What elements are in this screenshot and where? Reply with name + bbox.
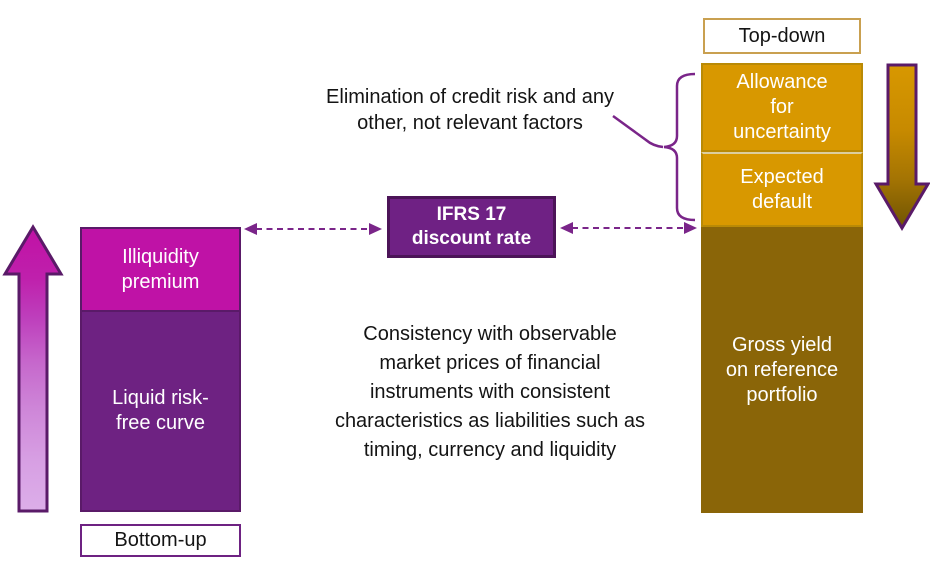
- dashed-connector-right: [560, 222, 697, 234]
- illiquidity-premium-label: Illiquidity premium: [121, 245, 200, 293]
- brace-bracket: [663, 72, 696, 222]
- ifrs17-discount-rate-label: IFRS 17 discount rate: [411, 204, 532, 249]
- expected-default-segment: Expected default: [701, 152, 863, 227]
- top-down-title: Top-down: [738, 24, 826, 47]
- down-arrow-icon: [872, 62, 930, 232]
- up-arrow-icon: [2, 224, 64, 514]
- gross-yield-label: Gross yield on reference portfolio: [725, 333, 839, 406]
- illiquidity-premium-segment: Illiquidity premium: [80, 227, 241, 312]
- liquid-risk-free-label: Liquid risk- free curve: [112, 387, 209, 434]
- top-down-title-box: Top-down: [703, 18, 861, 54]
- consistency-note: Consistency with observable market price…: [334, 323, 646, 461]
- gross-yield-segment: Gross yield on reference portfolio: [701, 227, 863, 513]
- dashed-connector-left: [244, 223, 382, 235]
- liquid-risk-free-segment: Liquid risk- free curve: [80, 312, 241, 512]
- bottom-up-title-box: Bottom-up: [80, 524, 241, 557]
- ifrs17-discount-rate-box: IFRS 17 discount rate: [387, 196, 556, 258]
- allowance-uncertainty-segment: Allowance for uncertainty: [701, 63, 863, 152]
- expected-default-label: Expected default: [740, 165, 824, 213]
- elimination-note: Elimination of credit risk and any other…: [326, 86, 614, 134]
- bottom-up-title: Bottom-up: [114, 529, 207, 551]
- allowance-uncertainty-label: Allowance for uncertainty: [733, 71, 831, 143]
